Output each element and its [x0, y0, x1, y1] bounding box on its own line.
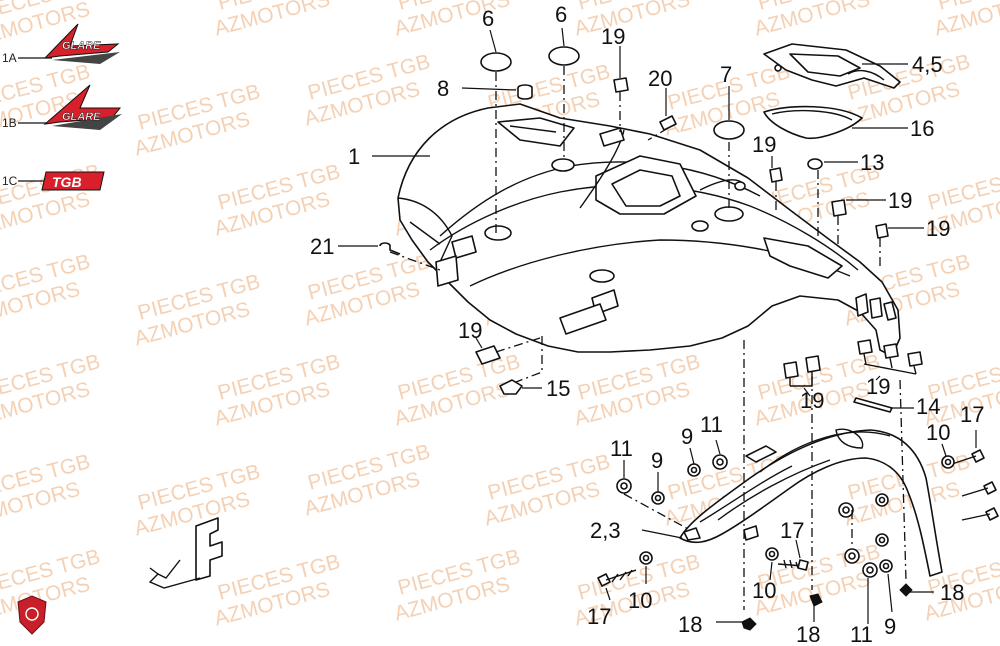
fender-bracket-left — [451, 235, 477, 259]
label-part-18a: 18 — [678, 612, 702, 637]
rubber-plug-6b — [548, 46, 580, 66]
label-part-7: 7 — [720, 62, 732, 87]
label-part-8: 8 — [437, 76, 449, 101]
tgb-logo-badge — [41, 171, 105, 191]
decal-1b: 1B GLARE — [2, 84, 122, 130]
rubber-seal-ring — [763, 105, 863, 140]
push-rivet-15 — [499, 379, 523, 395]
label-part-19f: 19 — [800, 388, 824, 413]
clip-19b — [769, 167, 783, 183]
label-part-10b: 10 — [752, 578, 776, 603]
label-part-13: 13 — [860, 150, 884, 175]
pin-14 — [853, 397, 893, 413]
glare-swoosh-1a — [52, 52, 120, 64]
label-part-14: 14 — [916, 394, 940, 419]
decal-1c-code: 1C — [2, 174, 18, 188]
label-part-18c: 18 — [940, 580, 964, 605]
clip-20 — [659, 115, 677, 131]
glare-swoosh-1b — [52, 114, 122, 130]
clip-nut-group-right — [783, 339, 923, 387]
bolt-17-mid — [777, 559, 809, 571]
label-part-18b: 18 — [796, 622, 820, 646]
clip-19d — [875, 223, 889, 239]
label-part-9b: 9 — [681, 424, 693, 449]
label-part-19d: 19 — [926, 216, 950, 241]
screw-21 — [379, 242, 401, 255]
label-part-10a: 10 — [628, 588, 652, 613]
label-part-17c: 17 — [960, 402, 984, 427]
clip-19a — [613, 77, 629, 93]
front-fender-body — [397, 103, 901, 357]
label-part-17b: 17 — [780, 518, 804, 543]
label-part-19a: 19 — [601, 24, 625, 49]
decal-1c: 1C TGB — [2, 171, 105, 191]
label-part-11b: 11 — [700, 412, 723, 437]
label-part-17a: 17 — [587, 604, 611, 629]
label-part-6b: 6 — [555, 2, 567, 27]
label-part-2-3: 2,3 — [590, 518, 621, 543]
glare-logo-1a — [43, 23, 120, 59]
azmotors-emblem — [17, 595, 47, 635]
label-part-20: 20 — [648, 66, 672, 91]
decal-1a-code: 1A — [2, 51, 17, 65]
label-part-15: 15 — [546, 376, 570, 401]
label-part-1: 1 — [348, 144, 360, 169]
rubber-plug-7 — [713, 120, 745, 140]
label-part-4-5: 4,5 — [912, 52, 943, 77]
rubber-plug-6a — [480, 52, 512, 72]
bolt-17-left — [597, 569, 637, 587]
leader-lines — [338, 27, 977, 624]
clip-19c — [831, 199, 847, 217]
tgb-logo-text: TGB — [52, 174, 82, 190]
top-cover-panel — [763, 43, 901, 89]
label-part-19g: 19 — [866, 374, 890, 399]
label-part-11c: 11 — [850, 622, 873, 646]
glare-text-1a: GLARE — [62, 40, 101, 52]
label-part-9c: 9 — [884, 614, 896, 639]
label-part-11a: 11 — [610, 436, 633, 461]
decal-1b-code: 1B — [2, 116, 17, 130]
part-number-labels: 1 2,3 4,5 6 6 7 8 9 9 9 10 10 10 11 11 1… — [310, 2, 984, 646]
orientation-arrow-icon — [148, 517, 223, 589]
inner-fender-liner — [679, 428, 943, 577]
label-part-10c: 10 — [926, 420, 950, 445]
label-part-16: 16 — [910, 116, 934, 141]
glare-text-1b: GLARE — [62, 111, 101, 123]
decal-1a: 1A GLARE — [2, 23, 120, 65]
alignment-lines — [389, 66, 907, 610]
glare-logo-1b — [43, 84, 122, 125]
plug-8 — [517, 84, 533, 100]
label-part-19c: 19 — [888, 188, 912, 213]
grommet-13 — [807, 158, 823, 170]
label-part-19e: 19 — [458, 318, 482, 343]
label-part-21: 21 — [310, 234, 334, 259]
bolt-17-right — [951, 449, 999, 521]
label-part-9a: 9 — [651, 448, 663, 473]
label-part-19b: 19 — [752, 132, 776, 157]
screw-18-group — [741, 583, 913, 631]
clip-19e — [475, 345, 501, 365]
label-part-6a: 6 — [482, 6, 494, 31]
